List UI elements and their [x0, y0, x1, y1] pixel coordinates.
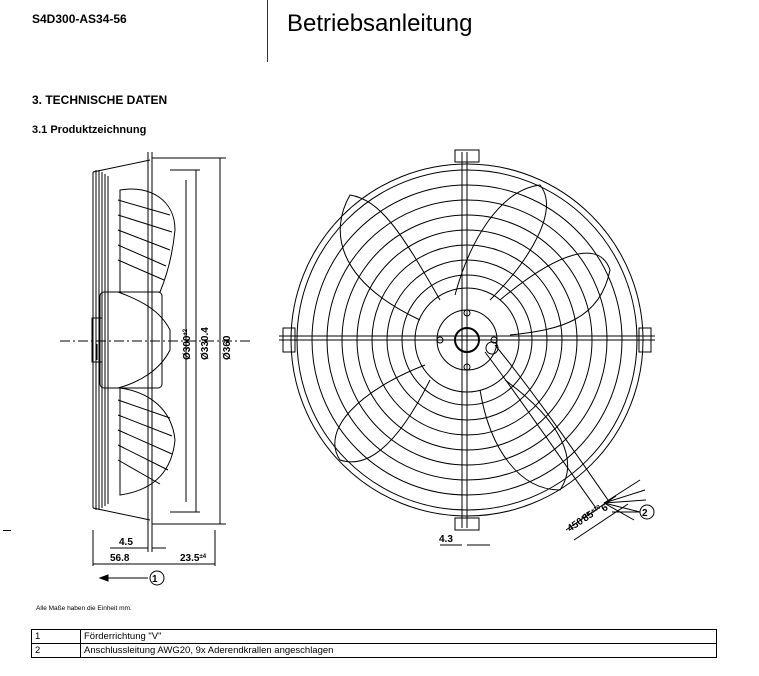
dim-outer: Ø360	[222, 335, 233, 360]
legend-text: Anschlussleitung AWG20, 9x Aderendkralle…	[80, 643, 717, 658]
dim-c: 23.5±4	[180, 553, 207, 564]
units-note: Alle Maße haben die Einheit mm.	[36, 605, 132, 612]
dim-middle: Ø330.4	[200, 327, 211, 360]
dim-inner: Ø300±2	[182, 328, 193, 360]
dim-e: 6	[600, 502, 611, 514]
legend-text: Förderrichtung "V"	[80, 629, 717, 644]
legend-table: 1 Förderrichtung "V" 2 Anschlussleitung …	[31, 629, 717, 658]
dim-d: 4.3	[439, 534, 453, 545]
legend-number: 1	[31, 629, 81, 644]
model-number: S4D300-AS34-56	[32, 12, 127, 26]
margin-mark	[3, 530, 11, 531]
front-view	[279, 149, 655, 546]
callout-1: 1	[152, 574, 158, 585]
legend-number: 2	[31, 643, 81, 658]
dim-b: 56.8	[110, 553, 130, 564]
header-divider	[267, 0, 268, 62]
legend-row: 1 Förderrichtung "V"	[31, 629, 717, 644]
document-title: Betriebsanleitung	[287, 10, 473, 37]
callout-2: 2	[642, 508, 648, 519]
dim-a: 4.5	[119, 537, 133, 548]
section-heading: 3. TECHNISCHE DATEN	[32, 93, 168, 107]
legend-row: 2 Anschlussleitung AWG20, 9x Aderendkral…	[31, 643, 717, 658]
subsection-heading: 3.1 Produktzeichnung	[32, 124, 147, 136]
dim-f: 85±10	[581, 503, 605, 524]
side-view	[60, 152, 250, 586]
product-drawing: Ø300±2 Ø330.4 Ø360 4.5 56.8 23.5±4 1 4.3…	[60, 149, 655, 586]
